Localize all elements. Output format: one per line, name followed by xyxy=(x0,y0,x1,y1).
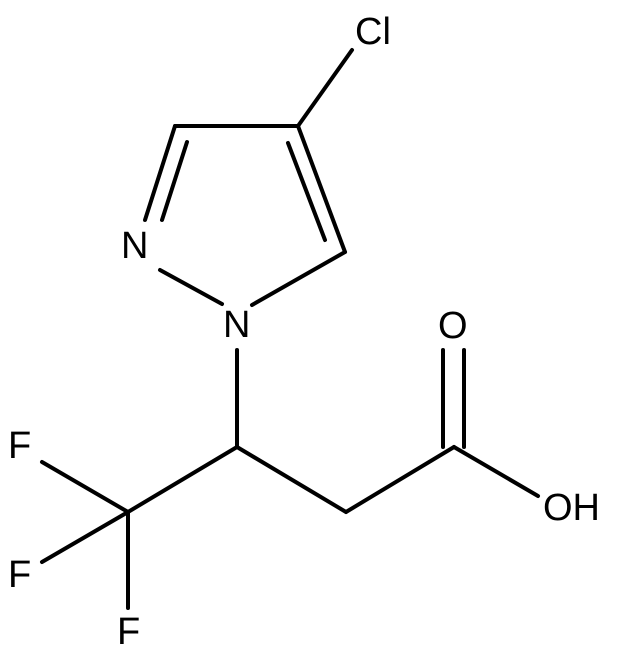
bond-n1-c5 xyxy=(250,250,347,307)
atom-label-o-carbonyl: O xyxy=(438,305,468,347)
bond-c-oh xyxy=(452,445,540,498)
atom-labels: Cl N N O OH F F F xyxy=(8,11,600,653)
bond-c3-n2-inner xyxy=(160,140,189,222)
bond-ch-ch2 xyxy=(235,445,348,514)
bond-c4-cl xyxy=(296,48,354,128)
atom-label-f-left: F xyxy=(8,554,31,596)
bond-n2-n1 xyxy=(158,268,224,306)
atom-label-n1: N xyxy=(223,304,250,346)
atom-label-oh: OH xyxy=(543,487,600,529)
atom-label-n2: N xyxy=(121,225,148,267)
bonds xyxy=(40,48,540,610)
bond-c-f-top xyxy=(40,460,130,514)
atom-label-f-top: F xyxy=(8,425,31,467)
bond-c3-n2 xyxy=(143,124,177,222)
bond-c5-c4-inner xyxy=(286,141,327,242)
bond-c-f-left xyxy=(40,510,130,564)
bond-ch2-cooh xyxy=(344,445,456,514)
bond-c5-c4 xyxy=(296,124,347,254)
bond-ch-cf3 xyxy=(126,445,239,514)
atom-label-cl: Cl xyxy=(355,11,391,53)
atom-label-f-bottom: F xyxy=(117,611,140,653)
